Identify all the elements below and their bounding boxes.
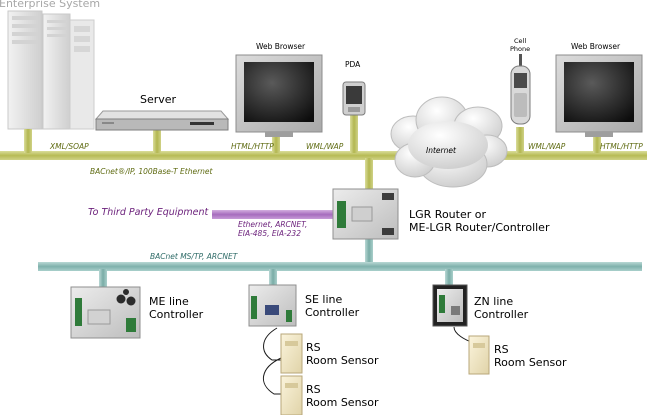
room-sensor-2 [280, 375, 303, 416]
zn-line-label-line2: Controller [474, 308, 529, 321]
mstp-bus-label: BACnet MS/TP, ARCNET [150, 252, 238, 261]
link-label-html-http-left: HTML/HTTP [231, 142, 274, 151]
zn-line-controller [432, 284, 468, 327]
link-label-xml-soap: XML/SOAP [50, 142, 89, 151]
link-label-wml-wap-left: WML/WAP [306, 142, 344, 151]
room-sensor-1-label-line1: RS [306, 341, 321, 354]
room-sensor-2-label-line1: RS [306, 383, 321, 396]
room-sensor-1-label-line2: Room Sensor [306, 354, 379, 367]
cell-phone-label-line1: Cell [514, 37, 527, 45]
link-label-html-http-right: HTML/HTTP [600, 142, 643, 151]
lgr-label-line1: LGR Router or [409, 208, 486, 221]
internet-cloud-icon [390, 96, 508, 188]
room-sensor-3 [468, 335, 490, 375]
internet-label: Internet [426, 146, 456, 155]
third-party-label: To Third Party Equipment [88, 207, 209, 218]
lgr-router-controller [332, 188, 399, 240]
lgr-label-line2: ME-LGR Router/Controller [409, 221, 550, 234]
link-label-wml-wap-right: WML/WAP [528, 142, 566, 151]
pda-icon [342, 81, 366, 116]
third-party-protocols-line1: Ethernet, ARCNET, [238, 220, 308, 229]
me-line-label-line1: ME line [149, 295, 189, 308]
ethernet-bus [0, 115, 647, 190]
third-party-bus [212, 210, 336, 219]
third-party-protocols-line2: EIA-485, EIA-232 [238, 229, 301, 238]
enterprise-server-icon [7, 10, 95, 130]
se-line-controller [248, 284, 297, 327]
pda-label: PDA [345, 60, 361, 69]
room-sensor-1 [280, 333, 303, 374]
server-label: Server [140, 93, 177, 106]
room-sensor-2-label-line2: Room Sensor [306, 396, 379, 409]
web-browser-right-label: Web Browser [571, 42, 621, 51]
room-sensor-3-label-line2: Room Sensor [494, 356, 567, 369]
zn-line-label-line1: ZN line [474, 295, 514, 308]
se-line-label-line2: Controller [305, 306, 360, 319]
mstp-bus [38, 236, 642, 288]
cell-phone-label-line2: Phone [510, 45, 531, 53]
web-browser-left-label: Web Browser [256, 42, 306, 51]
me-line-label-line2: Controller [149, 308, 204, 321]
ethernet-bus-label: BACnet®/IP, 100Base-T Ethernet [90, 167, 213, 176]
web-browser-monitor-right [555, 54, 643, 137]
cell-phone-icon [510, 54, 531, 125]
se-line-label-line1: SE line [305, 293, 343, 306]
me-line-controller [70, 286, 141, 339]
server-icon [94, 110, 230, 131]
web-browser-monitor-left [235, 54, 323, 137]
room-sensor-3-label-line1: RS [494, 343, 509, 356]
enterprise-system-title: Enterprise System [0, 0, 101, 10]
